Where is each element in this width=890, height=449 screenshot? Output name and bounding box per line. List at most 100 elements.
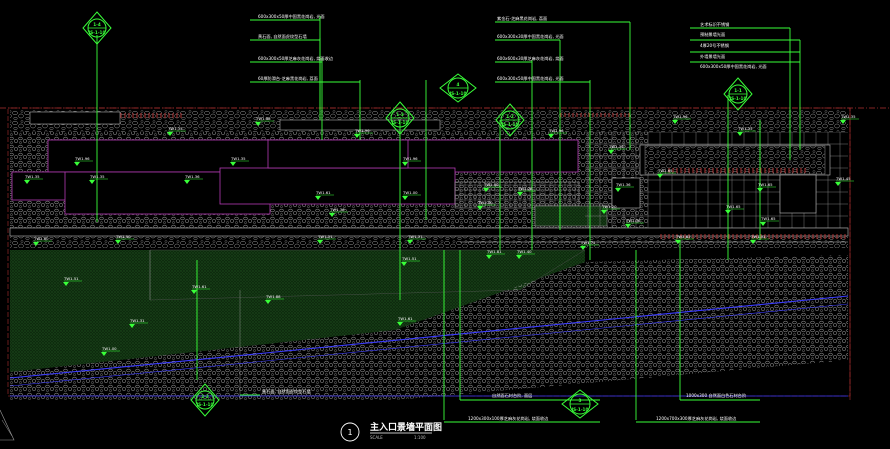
- detail-sheet: JS-1-10: [449, 91, 467, 96]
- elevation-label: TW1.96: [74, 156, 90, 161]
- elevation-marker-icon: [516, 255, 522, 259]
- elevation-label: TW1.88: [265, 294, 281, 299]
- elevation-label: TW1.35: [167, 126, 183, 131]
- section-sheet: JS-1-10: [88, 30, 106, 35]
- callout-text: 预制景墙光面: [700, 31, 725, 38]
- elevation-label: TW1.96: [255, 116, 271, 121]
- elevation-tag: TW1.28: [517, 186, 536, 196]
- elevation-label: TW1.00: [483, 182, 499, 187]
- elevation-tag: TW1.61: [315, 190, 334, 200]
- elevation-marker-icon: [191, 290, 197, 294]
- elevation-tag: TW1.96: [74, 156, 93, 166]
- corner-fragment: [0, 409, 15, 441]
- elevation-tag: TW1.65: [657, 168, 676, 178]
- elevation-tag: TW1.01: [750, 234, 769, 244]
- elevation-tag: TW1.40: [516, 249, 535, 259]
- elevation-tag: TW1.96: [402, 156, 421, 166]
- elevation-marker-icon: [483, 188, 489, 192]
- leader-lines: [96, 16, 801, 423]
- elevation-marker-icon: [317, 240, 323, 244]
- elevation-marker-icon: [401, 262, 407, 266]
- lawn-area: [10, 249, 586, 400]
- elevation-marker-icon: [615, 188, 621, 192]
- elevation-marker-icon: [608, 150, 614, 154]
- elevation-tag: TW1.20: [601, 204, 620, 214]
- elevation-label: TW1.28: [517, 186, 533, 191]
- callout-text: 1000x300 自然面白色石材台阶: [686, 392, 747, 399]
- elevation-tag: TW1.35: [608, 144, 627, 154]
- elevation-marker-icon: [230, 162, 236, 166]
- section-id: 2-3: [201, 394, 209, 399]
- scale-label: SCALE: [370, 435, 383, 440]
- section-id: 1-1: [734, 88, 742, 93]
- elevation-tag: TW1.61: [397, 316, 416, 326]
- elevation-label: TW1.61: [675, 234, 691, 239]
- elevation-marker-icon: [63, 282, 69, 286]
- section-id: 1-3: [396, 112, 404, 117]
- lower-pebble-zone: [10, 255, 848, 400]
- elevation-marker-icon: [101, 352, 107, 356]
- elevation-label: TW1.65: [657, 168, 673, 173]
- elevation-tag: TW1.61: [675, 234, 694, 244]
- elevation-tag: TW1.51: [63, 276, 82, 286]
- elevation-marker-icon: [675, 240, 681, 244]
- elevation-label: TW1.80: [33, 236, 49, 241]
- drawing-title-block: 1 主入口景墙平面图 SCALE 1:100: [340, 421, 442, 442]
- wall-zone: [10, 132, 648, 228]
- detail-marker-4: 4 JS-1-10: [439, 73, 477, 103]
- elevation-marker-icon: [402, 162, 408, 166]
- elevation-tag: TW1.71: [580, 240, 599, 250]
- elevation-label: TW1.36: [329, 207, 345, 212]
- elevation-label: TW1.00: [477, 200, 493, 205]
- elevation-tag: TW1.65: [725, 204, 744, 214]
- elevation-marker-icon: [757, 188, 763, 192]
- elevation-marker-icon: [255, 122, 261, 126]
- elevation-label: TW1.71: [580, 240, 596, 245]
- elevation-marker-icon: [737, 132, 743, 136]
- elevation-label: TW1.40: [516, 249, 532, 254]
- elevation-tag: TW1.51: [317, 234, 336, 244]
- elevation-marker-icon: [354, 134, 360, 138]
- callout-text: 600x600x30厚芝麻灰花岗岩, 烧面: [497, 55, 564, 62]
- elevation-tag: TW1.00: [477, 200, 496, 210]
- section-marker-1-2: 1-2 JS-1-10: [495, 103, 525, 137]
- top-callouts: 600x300x50厚中国黑花岗岩, 光面 黄石面, 自然面虎纹型石墙 600x…: [258, 13, 767, 82]
- detail-marker-3: 3 JS-1-10: [561, 389, 599, 419]
- elevation-label: TW1.35: [608, 144, 624, 149]
- elevation-label: TW1.81: [486, 249, 502, 254]
- elevation-label: TW1.20: [601, 204, 617, 209]
- callout-text: 1200x700x300厚芝麻灰花岗岩, 烧面收边: [656, 415, 737, 422]
- elevation-label: TW1.45: [835, 176, 851, 181]
- elevation-marker-icon: [402, 196, 408, 200]
- bottom-callouts: 黄石面, 自然面虎纹型石墙 自然面石材台阶, 面层 1200x300x100厚芝…: [262, 388, 747, 422]
- elevation-label: TW1.96: [548, 128, 564, 133]
- elevation-tag: TW1.96: [672, 114, 691, 124]
- callout-text: 600x300x50厚中国黑花岗岩, 光面: [497, 75, 564, 82]
- elevation-tag: TW1.65: [760, 216, 779, 226]
- section-id: 1-4: [93, 22, 101, 27]
- grid-plaza: [585, 132, 848, 228]
- elevation-marker-icon: [477, 206, 483, 210]
- callout-text: 600x300x50厚中国黑花岗岩, 光面: [258, 13, 325, 20]
- elevation-marker-icon: [115, 240, 121, 244]
- callout-text: 紫金石-芝麻黑花岗岩, 荔面: [497, 15, 547, 22]
- elevation-tag: TW1.51: [401, 256, 420, 266]
- section-marker-1-1: 1-1 JS-1-10: [723, 77, 753, 111]
- elevation-label: TW1.01: [750, 234, 766, 239]
- detail-id: 4: [457, 82, 460, 87]
- elevation-marker-icon: [601, 210, 607, 214]
- elevation-label: TW1.35: [840, 114, 856, 119]
- elevation-marker-icon: [397, 322, 403, 326]
- elevation-label: TW1.61: [397, 316, 413, 321]
- elevation-label: TW1.51: [317, 234, 333, 239]
- section-sheet: JS-1-10: [729, 96, 747, 101]
- elevation-tag: TW1.35: [89, 174, 108, 184]
- elevation-marker-icon: [625, 224, 631, 228]
- elevation-label: TW1.50: [115, 234, 131, 239]
- callout-text: 外墙景墙光面: [700, 53, 725, 60]
- elevation-tag: TW1.35: [840, 114, 859, 124]
- elevation-label: TW1.00: [101, 346, 117, 351]
- elevation-marker-icon: [265, 300, 271, 304]
- view-number: 1: [347, 428, 352, 437]
